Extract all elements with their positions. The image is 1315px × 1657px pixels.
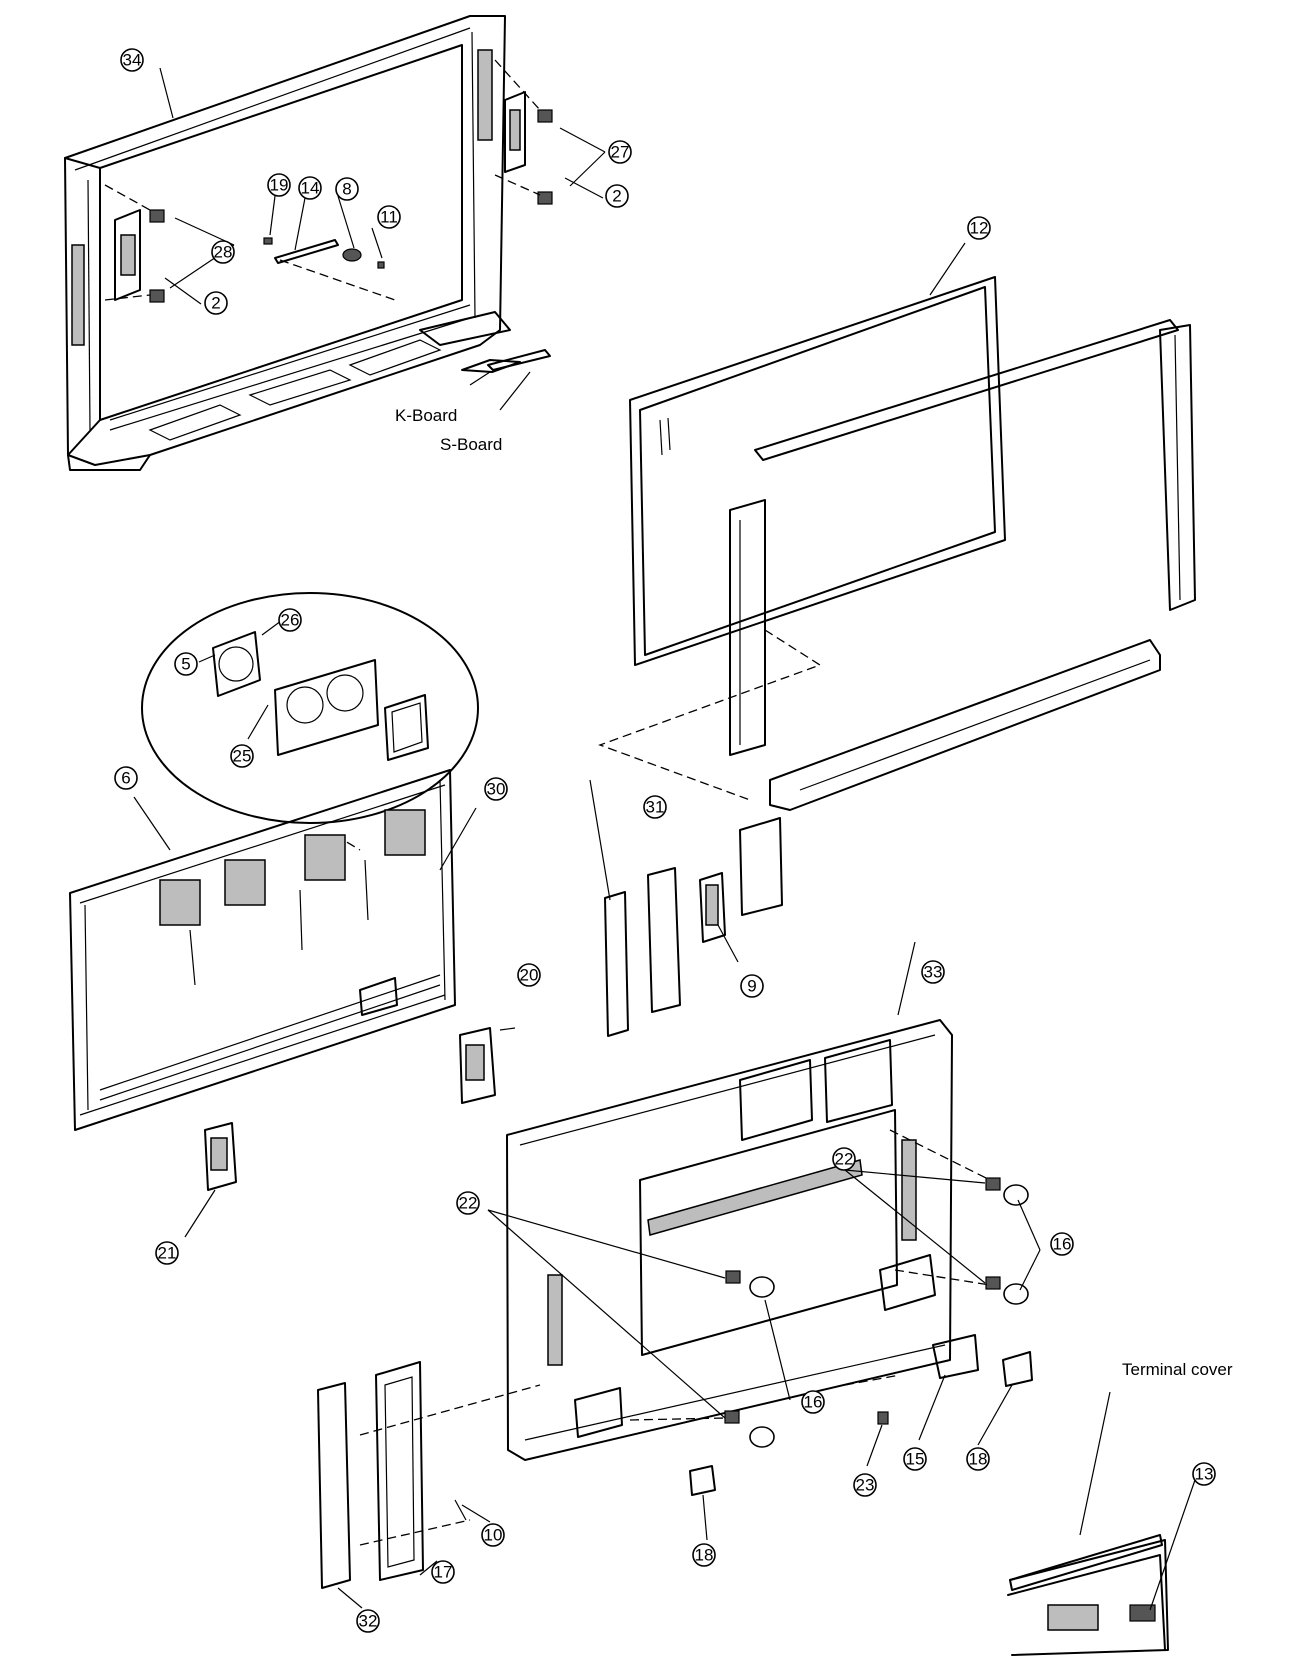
callout-20: 20 xyxy=(517,963,541,987)
callout-17: 17 xyxy=(431,1560,455,1584)
svg-text:16: 16 xyxy=(1053,1235,1072,1254)
svg-text:22: 22 xyxy=(835,1150,854,1169)
svg-text:23: 23 xyxy=(856,1476,875,1495)
chassis xyxy=(69,769,456,1131)
stand-bracket-20 xyxy=(459,1027,496,1104)
callout-8: 8 xyxy=(335,177,359,201)
svg-text:21: 21 xyxy=(158,1244,177,1263)
callout-26: 26 xyxy=(278,608,302,632)
small-front-parts xyxy=(263,237,396,301)
svg-text:9: 9 xyxy=(747,977,756,996)
callout-5: 5 xyxy=(174,652,198,676)
svg-text:33: 33 xyxy=(924,963,943,982)
svg-text:28: 28 xyxy=(214,243,233,262)
front-bezel xyxy=(64,15,511,471)
panel-glass xyxy=(629,276,1006,666)
callout-14: 14 xyxy=(298,176,322,200)
svg-text:26: 26 xyxy=(281,611,300,630)
callout-22b: 22 xyxy=(456,1191,480,1215)
right-speaker-bracket xyxy=(494,59,553,205)
svg-text:11: 11 xyxy=(380,208,398,227)
callout-16a: 16 xyxy=(1050,1232,1074,1256)
svg-text:10: 10 xyxy=(484,1526,503,1545)
svg-text:15: 15 xyxy=(906,1450,925,1469)
svg-text:12: 12 xyxy=(970,219,989,238)
callout-9: 9 xyxy=(740,974,764,998)
svg-text:30: 30 xyxy=(487,780,506,799)
left-speaker-bracket xyxy=(104,184,165,303)
svg-text:34: 34 xyxy=(123,51,142,70)
callout-16b: 16 xyxy=(801,1390,825,1414)
s-board-label: S-Board xyxy=(440,435,502,454)
terminal-cover xyxy=(1007,1534,1169,1656)
callout-2a: 2 xyxy=(605,184,629,208)
callout-23: 23 xyxy=(853,1473,877,1497)
rear-small-parts xyxy=(629,1129,1033,1496)
svg-text:13: 13 xyxy=(1195,1465,1214,1484)
callout-11: 11 xyxy=(377,205,401,229)
svg-text:20: 20 xyxy=(520,966,539,985)
svg-text:2: 2 xyxy=(612,187,621,206)
callout-21: 21 xyxy=(155,1241,179,1265)
svg-text:18: 18 xyxy=(695,1546,714,1565)
stand-bracket-21 xyxy=(204,1122,237,1191)
leader-lines xyxy=(133,67,1196,1611)
callout-22a: 22 xyxy=(832,1147,856,1171)
svg-text:16: 16 xyxy=(804,1393,823,1412)
panel-frame xyxy=(598,319,1196,811)
callout-25: 25 xyxy=(230,744,254,768)
svg-text:25: 25 xyxy=(233,747,252,766)
svg-text:2: 2 xyxy=(211,294,220,313)
callout-15: 15 xyxy=(903,1447,927,1471)
callout-28: 28 xyxy=(211,240,235,264)
callout-12: 12 xyxy=(967,216,991,240)
callout-34: 34 xyxy=(120,48,144,72)
rear-cover xyxy=(506,1019,953,1461)
callout-30: 30 xyxy=(484,777,508,801)
callout-19: 19 xyxy=(267,173,291,197)
svg-text:18: 18 xyxy=(969,1450,988,1469)
callout-33: 33 xyxy=(921,960,945,984)
svg-text:19: 19 xyxy=(270,176,289,195)
terminal-cover-label: Terminal cover xyxy=(1122,1360,1233,1379)
svg-text:6: 6 xyxy=(121,769,130,788)
svg-text:27: 27 xyxy=(611,143,630,162)
callout-27: 27 xyxy=(608,140,632,164)
k-board-label: K-Board xyxy=(395,406,457,425)
callout-6: 6 xyxy=(114,766,138,790)
callout-32: 32 xyxy=(356,1609,380,1633)
callout-18b: 18 xyxy=(692,1543,716,1567)
callout-18a: 18 xyxy=(966,1447,990,1471)
callout-13: 13 xyxy=(1192,1462,1216,1486)
side-covers xyxy=(317,1361,541,1589)
svg-text:5: 5 xyxy=(181,655,190,674)
svg-text:22: 22 xyxy=(459,1194,478,1213)
callout-2b: 2 xyxy=(204,291,228,315)
svg-text:31: 31 xyxy=(646,798,665,817)
svg-text:8: 8 xyxy=(342,180,351,199)
fan-detail xyxy=(141,592,479,851)
control-boards xyxy=(461,349,551,411)
side-brackets xyxy=(604,817,783,1037)
svg-text:17: 17 xyxy=(434,1563,453,1582)
svg-text:14: 14 xyxy=(301,179,320,198)
callout-31: 31 xyxy=(643,795,667,819)
svg-text:32: 32 xyxy=(359,1612,378,1631)
callout-10: 10 xyxy=(481,1523,505,1547)
